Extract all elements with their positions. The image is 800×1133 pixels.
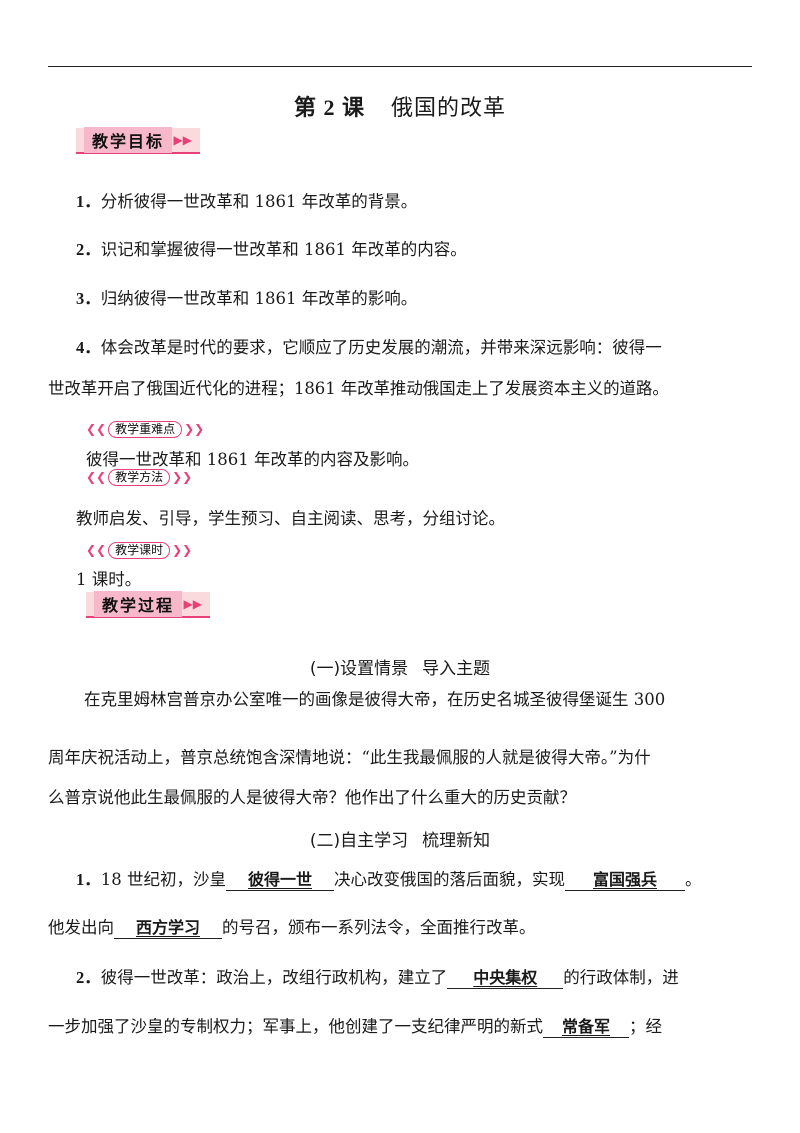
answer-blank: 中央集权 [447, 968, 564, 989]
tag-label: 教学目标 [84, 127, 173, 153]
lesson-title: 第 2 课 俄国的改革 [0, 90, 800, 122]
lesson-number: 第 2 课 [293, 95, 365, 120]
hours-text: 1 课时。 [76, 570, 142, 589]
question-2-line-1: 2．彼得一世改革：政治上，改组行政机构，建立了中央集权的行政体制，进 [76, 968, 679, 989]
intro-line-1: 在克里姆林宫普京办公室唯一的画像是彼得大帝，在历史名城圣彼得堡诞生 300 [84, 690, 666, 709]
answer-blank: 富国强兵 [565, 870, 685, 891]
tag-hours: ❮❮教学课时❯❯ [86, 541, 193, 559]
tag-key-points: ❮❮教学重难点❯❯ [86, 420, 205, 438]
goal-item-4: 4．体会改革是时代的要求，它顺应了历史发展的潮流，并带来深远影响：彼得一 [76, 338, 662, 357]
question-1-line-2: 他发出向西方学习的号召，颁布一系列法令，全面推行改革。 [48, 918, 536, 939]
goal-item-4-cont: 世改革开启了俄国近代化的进程；1861 年改革推动俄国走上了发展资本主义的道路。 [48, 379, 669, 398]
intro-line-3: 么普京说他此生最佩服的人是彼得大帝？他作出了什么重大的历史贡献？ [48, 788, 576, 807]
lesson-name: 俄国的改革 [391, 96, 507, 121]
intro-line-2: 周年庆祝活动上，普京总统饱含深情地说：“此生我最佩服的人就是彼得大帝。”为什 [48, 748, 651, 767]
section-heading-2: (二)自主学习梳理新知 [309, 831, 491, 851]
key-points-text: 彼得一世改革和 1861 年改革的内容及影响。 [86, 450, 419, 469]
answer-blank: 彼得一世 [226, 870, 334, 891]
goal-item-1: 1．分析彼得一世改革和 1861 年改革的背景。 [76, 192, 418, 211]
goal-item-3: 3．归纳彼得一世改革和 1861 年改革的影响。 [76, 289, 418, 308]
right-cap-icon: ❯❯ [184, 422, 205, 436]
question-1-line-1: 1．18 世纪初，沙皇彼得一世决心改变俄国的落后面貌，实现富国强兵。 [76, 870, 702, 891]
top-rule [48, 66, 752, 67]
double-arrow-icon: ▶▶ [173, 133, 192, 147]
answer-blank: 西方学习 [114, 918, 222, 939]
question-2-line-2: 一步加强了沙皇的专制权力；军事上，他创建了一支纪律严明的新式常备军；经 [48, 1017, 662, 1038]
left-cap-icon: ❮❮ [86, 422, 107, 436]
section-heading-1: (一)设置情景导入主题 [309, 659, 491, 679]
tag-teaching-goals: 教学目标 ▶▶ [76, 127, 200, 154]
tag-teaching-process: 教学过程 ▶▶ [86, 591, 210, 618]
double-arrow-icon: ▶▶ [183, 597, 202, 611]
tag-methods: ❮❮教学方法❯❯ [86, 468, 193, 486]
methods-text: 教师启发、引导，学生预习、自主阅读、思考，分组讨论。 [76, 509, 505, 528]
answer-blank: 常备军 [543, 1017, 629, 1038]
goal-item-2: 2．识记和掌握彼得一世改革和 1861 年改革的内容。 [76, 240, 467, 259]
